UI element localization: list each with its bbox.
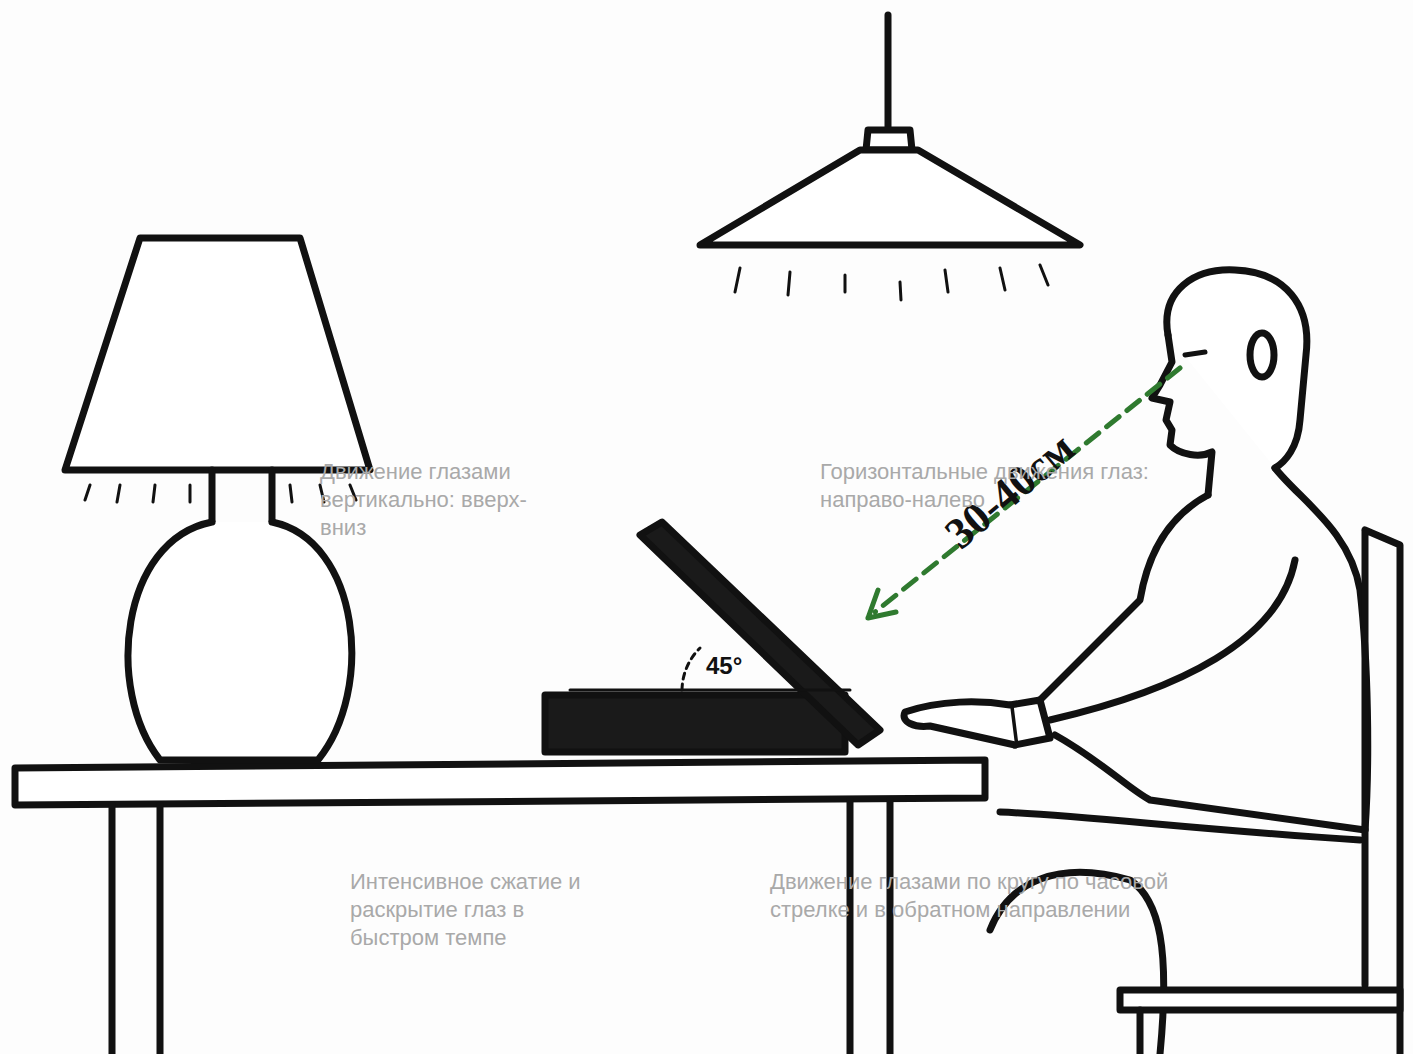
arm	[1050, 560, 1295, 720]
lamp-shade	[65, 238, 370, 470]
laptop-base	[545, 695, 845, 752]
thigh	[1000, 812, 1360, 840]
angle-label: 45°	[706, 652, 742, 680]
angle-baseline	[570, 689, 850, 692]
lamp-cord	[885, 15, 892, 130]
watermark-text: Горизонтальные движения глаз: направо-на…	[820, 458, 1200, 514]
face-profile	[1152, 335, 1212, 495]
pendant-shade	[700, 150, 1080, 245]
watermark-text: Интенсивное сжатие и раскрытие глаз в бы…	[350, 868, 610, 952]
torso-front	[1040, 495, 1208, 700]
light-rays	[85, 485, 356, 502]
chair-seat	[1120, 990, 1400, 1010]
ear	[1250, 333, 1274, 377]
hand	[904, 702, 1015, 745]
laptop-screen	[640, 522, 880, 745]
chair-leg	[1137, 1010, 1144, 1054]
table-leg	[850, 800, 890, 1054]
eyebrow	[1185, 352, 1205, 355]
table-leg	[112, 805, 160, 1054]
head	[1167, 270, 1307, 468]
light-rays	[735, 265, 1048, 300]
chair-back	[1365, 530, 1400, 1054]
lamp-base	[128, 522, 352, 760]
back	[1275, 468, 1368, 830]
cuff	[1010, 700, 1050, 745]
table-top	[15, 760, 985, 805]
sight-arrowhead	[868, 590, 896, 618]
watermark-text: Движение глазами по кругу по часовой стр…	[770, 868, 1210, 924]
lamp-neck	[212, 470, 272, 522]
watermark-text: Движение глазами вертикально: вверх-вниз	[320, 458, 570, 542]
angle-arc	[682, 648, 700, 690]
